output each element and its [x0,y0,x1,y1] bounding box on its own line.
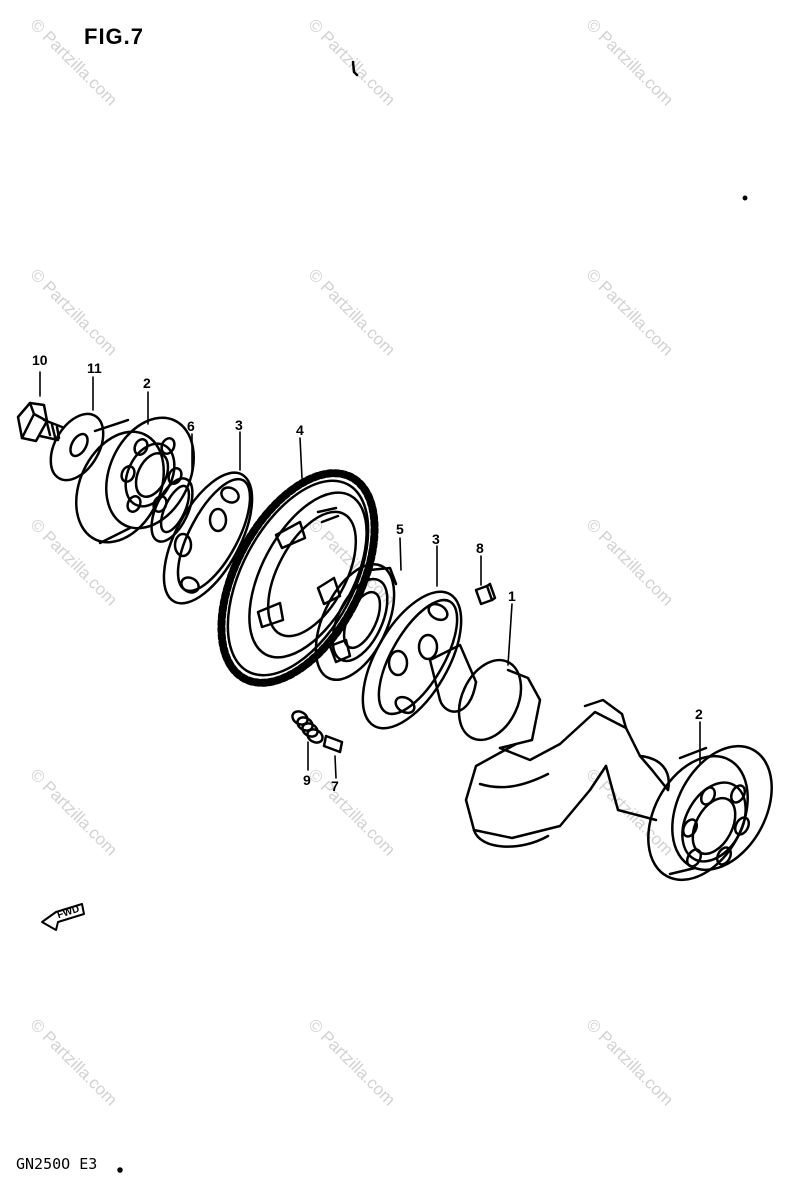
balancer-shaft-part-1 [428,643,671,848]
callout-part-3: 3 [235,417,243,433]
plate-part-3-right [361,590,463,730]
callout-part-8: 8 [476,540,484,556]
callout-part-4: 4 [296,422,304,438]
callout-part-10: 10 [32,352,48,368]
key-part-8 [474,582,497,606]
callout-part-7: 7 [331,778,339,794]
pin-part-7 [322,734,344,754]
forward-arrow-icon [41,903,85,931]
callout-part-3b: 3 [432,531,440,547]
callout-part-2: 2 [143,375,151,391]
stray-dot [117,1167,123,1173]
bolt-part-10 [16,401,64,443]
leader-lines [39,371,701,779]
spring-part-9 [291,710,324,744]
callout-part-9: 9 [303,772,311,788]
stray-dot [742,195,748,201]
callout-part-11: 11 [87,360,102,376]
callout-part-6: 6 [187,418,195,434]
washer-part-11 [49,412,105,482]
stray-mark [351,60,359,77]
bearing-part-2-right [647,744,773,882]
callout-part-5: 5 [396,521,404,537]
figure-title: FIG.7 [84,24,145,49]
model-code: GN250O E3 [16,1155,98,1173]
plate-part-3-left [162,471,254,605]
callout-part-2b: 2 [695,706,703,722]
callout-part-1: 1 [508,588,516,604]
